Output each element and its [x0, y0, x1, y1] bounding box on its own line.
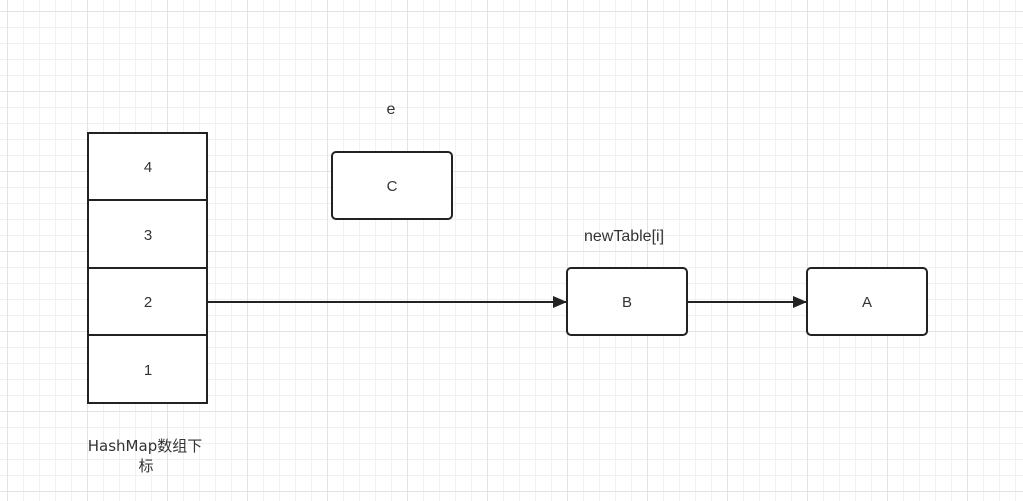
node-b-title: newTable[i] [584, 228, 664, 245]
node-b-group: newTable[i] B [566, 228, 688, 336]
node-c[interactable] [331, 151, 453, 220]
node-a[interactable] [806, 267, 928, 336]
array-cell-4-label: 4 [144, 159, 152, 176]
array-cell-3[interactable] [87, 199, 208, 269]
array-cell-3-label: 3 [144, 227, 152, 244]
node-c-title: e [387, 101, 396, 118]
node-a-label: A [862, 294, 872, 311]
array-caption-line2: 标 [138, 457, 153, 475]
array-cell-1-label: 1 [144, 362, 152, 379]
node-c-group: e C [331, 101, 453, 220]
node-a-group: A [806, 267, 928, 336]
node-c-label: C [387, 178, 398, 195]
node-b-label: B [622, 294, 632, 311]
array-cell-1[interactable] [87, 334, 208, 404]
array-cell-4[interactable] [87, 132, 208, 201]
hashmap-array: 4 3 2 1 HashMap数组下 标 [87, 132, 208, 475]
array-caption-line1: HashMap数组下 [88, 437, 202, 455]
array-cell-2-label: 2 [144, 294, 152, 311]
